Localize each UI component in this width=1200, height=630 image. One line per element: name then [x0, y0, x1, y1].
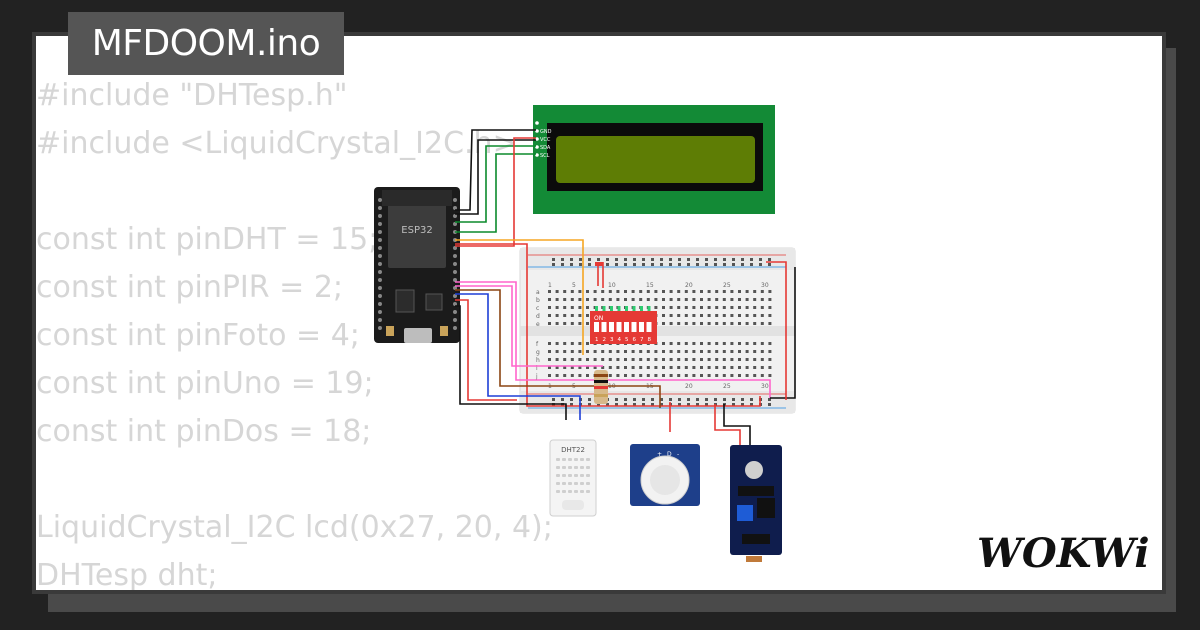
svg-text:j: j	[535, 373, 538, 380]
svg-text:h: h	[536, 357, 540, 364]
lcd-pin-sda: SDA	[540, 145, 551, 151]
photoresistor-module[interactable]	[730, 445, 782, 562]
bb-col-15: 15	[646, 282, 654, 289]
lcd-pin-gnd: GND	[540, 129, 552, 135]
svg-text:3: 3	[610, 337, 614, 343]
breadboard[interactable]: 1 5 10 15 20 25 30 1 5 10 15 20 25 30 a …	[519, 247, 796, 414]
bb-col-1: 1	[548, 282, 552, 289]
svg-text:8: 8	[648, 337, 652, 343]
bb-col-10: 10	[608, 282, 616, 289]
code-line: const int pinDHT = 15;	[36, 222, 379, 257]
svg-text:d: d	[536, 313, 540, 320]
code-line: #include "DHTesp.h"	[36, 78, 348, 113]
svg-text:f: f	[536, 341, 539, 348]
svg-text:2: 2	[603, 337, 607, 343]
svg-text:25: 25	[723, 383, 731, 390]
svg-text:4: 4	[618, 337, 622, 343]
svg-text:30: 30	[761, 383, 769, 390]
dht22-sensor[interactable]: DHT22	[549, 439, 597, 517]
svg-text:+: +	[657, 451, 662, 458]
svg-text:c: c	[536, 305, 539, 312]
pir-sensor[interactable]: + D -	[630, 444, 700, 506]
code-line: const int pinUno = 19;	[36, 366, 374, 401]
dip-on-label: ON	[594, 315, 603, 322]
file-title-tab[interactable]: MFDOOM.ino	[68, 12, 344, 75]
svg-text:b: b	[536, 297, 540, 304]
esp32-label: ESP32	[401, 225, 432, 236]
bb-col-5: 5	[572, 282, 576, 289]
esp32-board[interactable]: ESP32	[374, 187, 460, 343]
svg-text:6: 6	[633, 337, 637, 343]
svg-text:e: e	[536, 321, 540, 328]
bottom-shadow	[48, 594, 1176, 612]
lcd-display[interactable]: GND VCC SDA SCL	[533, 105, 775, 214]
code-line: const int pinDos = 18;	[36, 414, 372, 449]
wires	[455, 129, 796, 448]
brand-text: WOKWi	[977, 530, 1150, 577]
svg-text:5: 5	[625, 337, 629, 343]
svg-text:20: 20	[685, 383, 693, 390]
resistors	[594, 370, 608, 404]
code-line: #include <LiquidCrystal_I2C.h>	[36, 126, 518, 161]
code-line: const int pinPIR = 2;	[36, 270, 344, 305]
dht-label: DHT22	[561, 446, 585, 454]
code-preview: #include "DHTesp.h" #include <LiquidCrys…	[36, 72, 553, 600]
svg-text:-: -	[677, 451, 679, 458]
svg-text:i: i	[536, 365, 538, 372]
code-line: LiquidCrystal_I2C lcd(0x27, 20, 4);	[36, 510, 553, 545]
svg-text:D: D	[667, 451, 672, 458]
code-line: const int pinFoto = 4;	[36, 318, 360, 353]
bb-col-20: 20	[685, 282, 693, 289]
wokwi-logo: WOKWi	[977, 530, 1150, 577]
lcd-pin-vcc: VCC	[540, 137, 551, 143]
svg-text:a: a	[536, 289, 540, 296]
code-line: DHTesp dht;	[36, 558, 218, 593]
svg-text:1: 1	[595, 337, 599, 343]
bb-col-25: 25	[723, 282, 731, 289]
bb-col-30: 30	[761, 282, 769, 289]
svg-text:g: g	[536, 349, 540, 356]
card-bottom-border	[36, 590, 1162, 594]
svg-text:7: 7	[640, 337, 644, 343]
lcd-pin-scl: SCL	[540, 153, 550, 159]
